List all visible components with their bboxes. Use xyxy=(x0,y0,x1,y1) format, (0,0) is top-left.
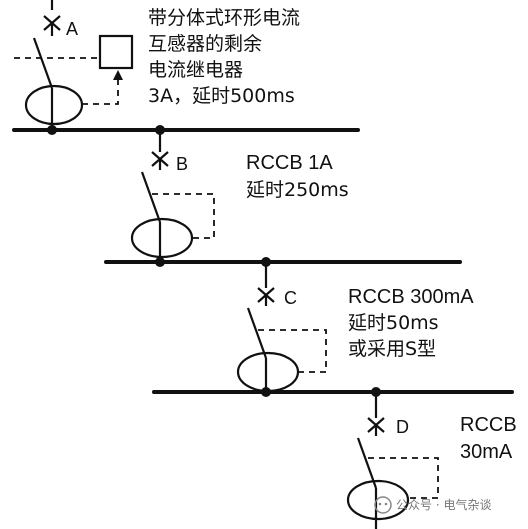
stage-a: A 带分体式环形电流 互感器的剩余 电流继电器 3A，延时500ms xyxy=(14,0,300,130)
stage-d-line-1: RCCB xyxy=(460,414,517,436)
junction-dot-a xyxy=(47,125,57,135)
breaker-letter-b: B xyxy=(176,154,188,174)
junction-dot-c xyxy=(261,387,271,397)
stage-a-line-4: 3A，延时500ms xyxy=(148,85,295,107)
current-transformer-c xyxy=(236,351,300,393)
stage-d: D RCCB 30mA xyxy=(346,392,517,529)
current-transformer-a xyxy=(24,84,84,126)
trip-link-d xyxy=(368,457,439,499)
stage-d-line-2: 30mA xyxy=(460,441,513,463)
stage-c-line-2: 延时50ms xyxy=(348,312,439,334)
stage-a-line-3: 电流继电器 xyxy=(148,59,243,81)
stage-c-line-3: 或采用S型 xyxy=(348,338,436,360)
watermark-text: 公众号 · 电气杂谈 xyxy=(396,497,491,512)
current-transformer-b xyxy=(130,217,194,259)
switch-blade-a xyxy=(32,37,54,89)
stage-b-line-2: 延时250ms xyxy=(246,179,349,201)
relay-box-a xyxy=(98,34,134,70)
breaker-letter-a: A xyxy=(66,19,78,39)
current-transformer-d xyxy=(346,479,410,521)
stage-b-line-1: RCCB 1A xyxy=(246,152,333,174)
switch-blade-c xyxy=(246,307,268,359)
stage-a-line-2: 互感器的剩余 xyxy=(148,33,262,55)
trip-link-c xyxy=(258,329,327,373)
breaker-letter-d: D xyxy=(396,417,409,437)
junction-dot-b xyxy=(155,257,165,267)
switch-blade-d xyxy=(356,437,378,489)
stage-c: C RCCB 300mA 延时50ms 或采用S型 xyxy=(236,262,474,393)
arrow-up-icon xyxy=(113,70,123,80)
stage-a-line-1: 带分体式环形电流 xyxy=(148,7,300,29)
watermark: 公众号 · 电气杂谈 xyxy=(374,496,491,514)
stage-b: B RCCB 1A 延时250ms xyxy=(130,130,349,262)
stage-c-line-1: RCCB 300mA xyxy=(348,286,474,308)
switch-blade-b xyxy=(140,171,162,223)
trip-link-b xyxy=(152,193,215,239)
breaker-letter-c: C xyxy=(284,288,297,308)
sense-link-a xyxy=(82,78,119,105)
wechat-logo-icon xyxy=(374,496,392,514)
